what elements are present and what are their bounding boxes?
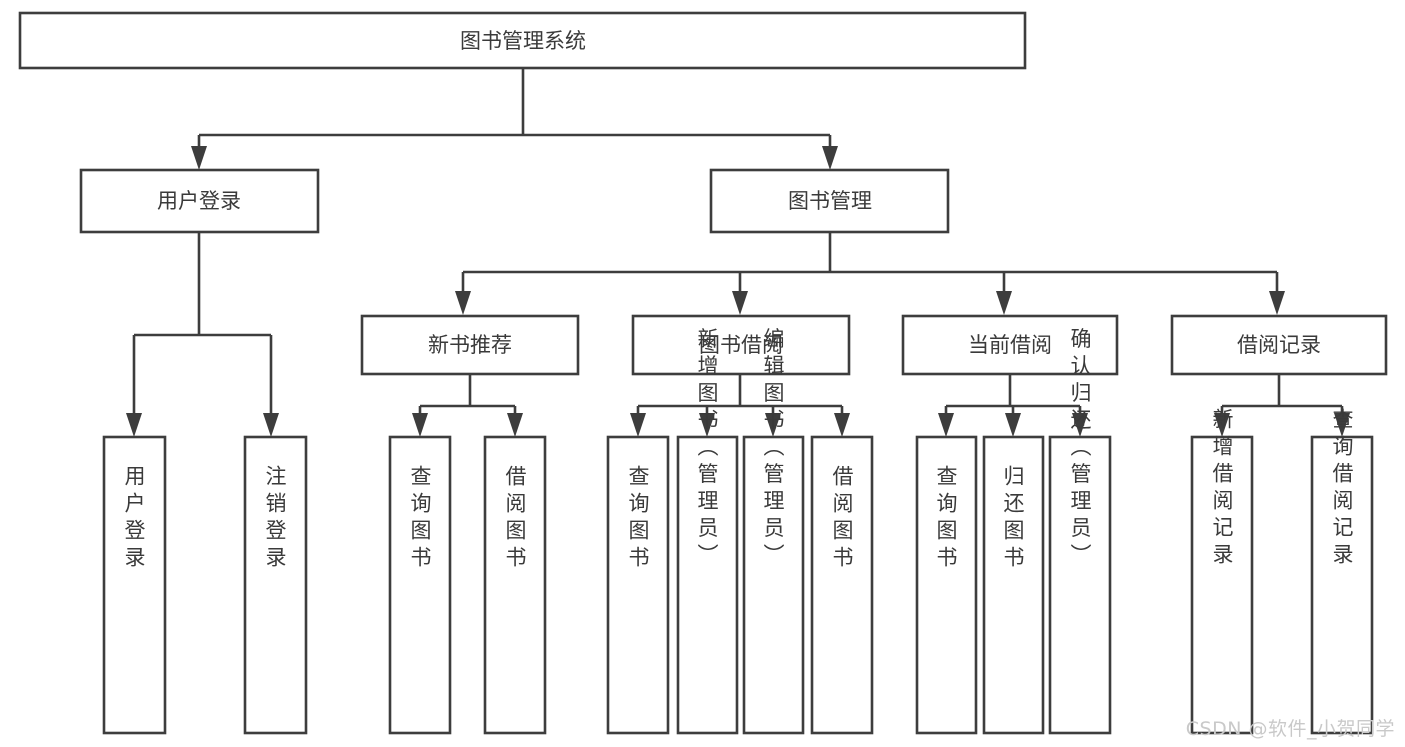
leaf-query-book-3-box[interactable] — [915, 435, 978, 735]
arrow-head-leaf-confirm-return — [1072, 413, 1088, 437]
leaf-node[interactable]: 查询借阅记录 — [1310, 408, 1374, 735]
leaf-query-record-box[interactable] — [1310, 435, 1374, 735]
arrow-head-new-book-recommend — [455, 291, 471, 315]
leaf-confirm-return-label: 确认归还（管理员） — [1068, 328, 1092, 571]
arrow-head-borrow-record — [1269, 291, 1285, 315]
arrow-head-leaf-add-book — [699, 413, 715, 437]
arrow-head-leaf-add-record — [1214, 413, 1230, 437]
leaf-node[interactable]: 查询图书 — [606, 435, 670, 735]
node-book-borrow-label: 图书借阅 — [699, 333, 783, 357]
leaf-confirm-return-box[interactable] — [1048, 435, 1112, 735]
connector-root-to-level2 — [191, 68, 838, 170]
leaf-query-book-2-box[interactable] — [606, 435, 670, 735]
leaf-node[interactable]: 确认归还（管理员） — [1048, 328, 1112, 735]
node-current-borrow-box[interactable] — [901, 314, 1119, 376]
arrow-head-book-borrow — [732, 291, 748, 315]
leaf-node[interactable]: 注销登录 — [243, 435, 308, 735]
node-book-manage[interactable]: 图书管理 — [709, 168, 950, 234]
node-book-manage-label: 图书管理 — [788, 189, 872, 213]
arrow-head-user-login — [191, 146, 207, 170]
connector-user-login-to-leaves — [126, 232, 279, 437]
node-root-box[interactable] — [18, 11, 1027, 70]
leaf-node[interactable]: 新增图书（管理员） — [676, 328, 739, 735]
node-user-login-label: 用户登录 — [157, 189, 241, 213]
leaf-node[interactable]: 查询图书 — [915, 435, 978, 735]
arrow-head-current-borrow — [996, 291, 1012, 315]
leaf-query-book-1-box[interactable] — [388, 435, 452, 735]
leaf-user-logout-box[interactable] — [243, 435, 308, 735]
arrow-head-leaf-query-record — [1334, 413, 1350, 437]
leaf-borrow-book-2-box[interactable] — [810, 435, 874, 735]
leaf-query-book-1-label: 查询图书 — [408, 465, 432, 573]
leaf-return-book-box[interactable] — [982, 435, 1045, 735]
arrow-head-leaf-borrow-book-1 — [507, 413, 523, 437]
leaf-user-login-box[interactable] — [102, 435, 167, 735]
leaf-query-book-2-label: 查询图书 — [626, 465, 650, 573]
leaf-borrow-book-1-box[interactable] — [483, 435, 547, 735]
connector-bookborrow-to-leaves — [630, 374, 850, 437]
arrow-head-leaf-user-logout — [263, 413, 279, 437]
node-borrow-record[interactable]: 借阅记录 — [1170, 314, 1388, 376]
leaf-return-book-label: 归还图书 — [1001, 465, 1025, 573]
leaf-borrow-book-2-label: 借阅图书 — [830, 465, 854, 573]
node-borrow-record-box[interactable] — [1170, 314, 1388, 376]
node-current-borrow[interactable]: 当前借阅 — [901, 314, 1119, 376]
connector-newbook-to-leaves — [412, 374, 523, 437]
node-user-login-box[interactable] — [79, 168, 320, 234]
node-book-borrow[interactable]: 图书借阅 — [631, 314, 851, 376]
leaf-node[interactable]: 查询图书 — [388, 435, 452, 735]
arrow-head-leaf-edit-book — [765, 413, 781, 437]
connector-currentborrow-to-leaves — [938, 374, 1088, 437]
leaf-query-book-3-label: 查询图书 — [934, 465, 958, 573]
leaf-add-record-label: 新增借阅记录 — [1210, 408, 1234, 570]
node-user-login[interactable]: 用户登录 — [79, 168, 320, 234]
connector-bookmanage-to-level3 — [455, 232, 1285, 315]
node-new-book-recommend-label: 新书推荐 — [428, 333, 512, 357]
arrow-head-leaf-query-book-1 — [412, 413, 428, 437]
leaf-query-record-label: 查询借阅记录 — [1330, 408, 1354, 570]
node-new-book-recommend[interactable]: 新书推荐 — [360, 314, 580, 376]
leaf-user-login-label: 用户登录 — [122, 465, 146, 573]
node-current-borrow-label: 当前借阅 — [968, 333, 1052, 357]
leaf-node[interactable]: 新增借阅记录 — [1190, 408, 1254, 735]
node-book-manage-box[interactable] — [709, 168, 950, 234]
node-book-borrow-box[interactable] — [631, 314, 851, 376]
leaf-node[interactable]: 借阅图书 — [483, 435, 547, 735]
leaf-node[interactable]: 借阅图书 — [810, 435, 874, 735]
leaf-user-logout-label: 注销登录 — [263, 465, 287, 573]
node-root-label: 图书管理系统 — [460, 29, 586, 53]
arrow-head-leaf-return-book — [1005, 413, 1021, 437]
connector-borrowrecord-to-leaves — [1214, 374, 1350, 437]
leaf-node[interactable]: 编辑图书（管理员） — [742, 328, 805, 735]
leaf-node[interactable]: 归还图书 — [982, 435, 1045, 735]
arrow-head-leaf-query-book-2 — [630, 413, 646, 437]
node-root[interactable]: 图书管理系统 — [18, 11, 1027, 70]
leaf-node[interactable]: 用户登录 — [102, 435, 167, 735]
leaf-borrow-book-1-label: 借阅图书 — [503, 465, 527, 573]
leaf-edit-book-label: 编辑图书（管理员） — [761, 328, 785, 571]
arrow-head-book-manage — [822, 146, 838, 170]
leaf-add-record-box[interactable] — [1190, 435, 1254, 735]
leaf-add-book-box[interactable] — [676, 435, 739, 735]
arrow-head-leaf-user-login — [126, 413, 142, 437]
leaf-edit-book-box[interactable] — [742, 435, 805, 735]
node-new-book-recommend-box[interactable] — [360, 314, 580, 376]
leaf-add-book-label: 新增图书（管理员） — [695, 328, 719, 571]
arrow-head-leaf-query-book-3 — [938, 413, 954, 437]
arrow-head-leaf-borrow-book-2 — [834, 413, 850, 437]
node-borrow-record-label: 借阅记录 — [1237, 333, 1321, 357]
